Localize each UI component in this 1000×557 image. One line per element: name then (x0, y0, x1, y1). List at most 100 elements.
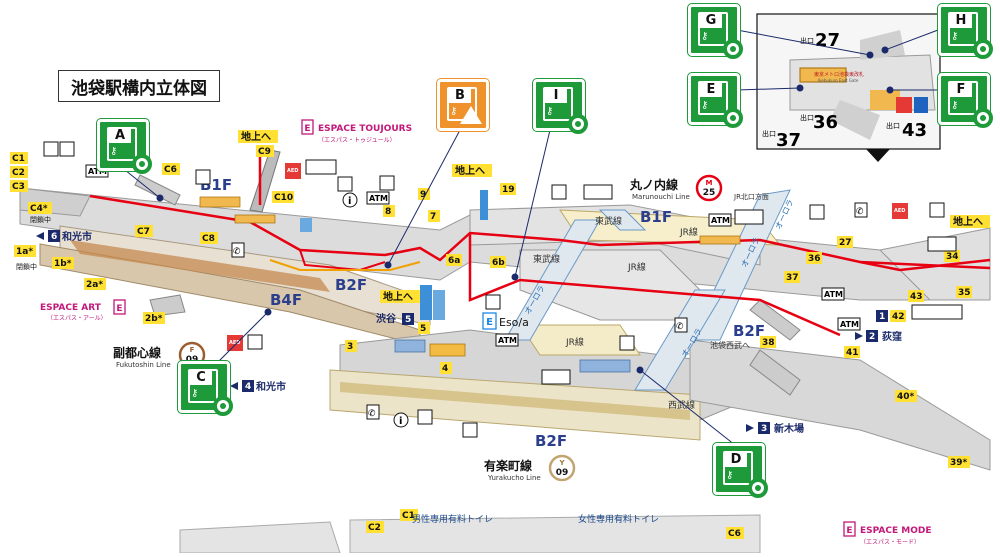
exit-labels: C1 C2 C3 C4* 閉鎖中 C6 C7 C8 C9 C10 1a* 閉鎖中… (10, 145, 972, 539)
svg-text:C6: C6 (164, 165, 177, 175)
yurakucho-code-letter: Y (558, 459, 565, 467)
svg-text:37: 37 (786, 273, 799, 283)
svg-text:地上へ: 地上へ (241, 130, 271, 143)
direction-ogikubo: 2 荻窪 (855, 330, 902, 343)
exit-27: 27 (837, 236, 853, 248)
key-icon: ⚷ (701, 31, 709, 42)
svg-text:43: 43 (902, 120, 927, 141)
exit-c2: C2 (10, 166, 28, 178)
available-icon (973, 39, 993, 59)
locker-marker-d[interactable]: D ⚷ (713, 443, 768, 498)
exit-8: 8 (383, 205, 395, 217)
exit-5: 5 (418, 322, 430, 334)
svg-text:✆: ✆ (856, 207, 864, 217)
exit-34: 34 (944, 250, 960, 262)
svg-text:39*: 39* (950, 458, 968, 468)
exit-c1: C1 (10, 152, 28, 164)
locker-marker-h[interactable]: H ⚷ (938, 4, 993, 59)
svg-text:41: 41 (846, 348, 859, 358)
locker-marker-i[interactable]: I ⚷ (533, 79, 588, 134)
svg-text:ATM: ATM (824, 290, 843, 299)
yurakucho-name: 有楽町線 (484, 458, 532, 473)
yurakucho-code-badge (548, 454, 576, 482)
svg-text:2: 2 (869, 332, 875, 342)
svg-text:和光市: 和光市 (255, 380, 286, 393)
locker-marker-e[interactable]: E ⚷ (688, 73, 743, 128)
locker-letter: H (950, 14, 972, 28)
locker-marker-b[interactable]: B ⚷ (437, 79, 489, 131)
svg-text:荻窪: 荻窪 (882, 330, 902, 343)
svg-text:地上へ: 地上へ (383, 290, 413, 303)
atm-icon: ATM (366, 191, 390, 205)
svg-text:i: i (348, 196, 351, 207)
svg-text:C3: C3 (12, 182, 25, 192)
aed-icon: AED (892, 203, 908, 219)
fukutoshin-roman: Fukutoshin Line (116, 361, 171, 369)
phone-icon: ✆ (854, 202, 868, 218)
toujours-kana: （エスパス・トゥジュール） (318, 137, 396, 144)
fukutoshin-code-letter: F (190, 346, 195, 354)
art-kana: （エスパス・アール） (47, 315, 107, 322)
locker-letter: I (545, 89, 567, 103)
locker-marker-a[interactable]: A ⚷ (97, 119, 152, 174)
atm-icon: ATM (821, 287, 845, 301)
svg-text:C10: C10 (274, 193, 293, 203)
svg-text:42: 42 (892, 312, 905, 322)
available-icon (213, 396, 233, 416)
direction-shibuya: 渋谷 5 (376, 312, 414, 325)
exit-42: 42 (890, 310, 906, 322)
esola-name: Eso/a (499, 316, 529, 329)
svg-text:37: 37 (776, 130, 801, 151)
svg-text:出口: 出口 (886, 121, 900, 130)
direction-shinkiba: 3 新木場 (746, 422, 804, 435)
svg-text:ATM: ATM (840, 320, 859, 329)
available-icon (723, 108, 743, 128)
svg-text:C4*: C4* (30, 204, 48, 214)
to-ground-5: 地上へ (380, 290, 420, 303)
locker-letter: G (700, 14, 722, 28)
exit-7: 7 (428, 210, 440, 222)
to-ground-labels: 地上へ 地上へ 地上へ 地上へ (238, 130, 990, 303)
locker-marker-f[interactable]: F ⚷ (938, 73, 993, 128)
inset-exit-43: 出口 43 (886, 120, 927, 141)
key-icon: ⚷ (701, 100, 709, 111)
svg-text:5: 5 (405, 315, 411, 325)
available-icon (748, 478, 768, 498)
art-name: ESPACE ART (40, 303, 102, 313)
locker-marker-g[interactable]: G ⚷ (688, 4, 743, 59)
locker-letter: D (725, 453, 747, 467)
inset-sign-en: Ikebukuro East Gate (818, 78, 859, 83)
exit-c2-bottom: C2 (366, 521, 384, 533)
locker-letter: B (449, 89, 471, 103)
tobu-label: 東武線 (595, 215, 622, 227)
exit-c4: C4* (28, 202, 52, 214)
warning-icon (460, 106, 482, 124)
svg-text:27: 27 (839, 238, 852, 248)
svg-text:地上へ: 地上へ (953, 215, 983, 228)
svg-text:ATM: ATM (498, 336, 517, 345)
direction-wakoshi-6: 6 和光市 (36, 230, 92, 243)
key-icon: ⚷ (450, 106, 458, 117)
svg-text:新木場: 新木場 (774, 422, 804, 435)
locker-letter: E (700, 83, 722, 97)
fukutoshin-name: 副都心線 (113, 345, 161, 360)
floor-label-b2f-right: B2F (733, 322, 765, 340)
available-icon (723, 39, 743, 59)
inset-exit-37: 出口 37 (762, 129, 801, 151)
phone-icon: ✆ (674, 317, 688, 333)
seibu-label: 西武線 (668, 399, 695, 411)
exit-1b: 1b* (52, 257, 74, 269)
direction-labels: 6 和光市 4 和光市 渋谷 5 3 新木場 2 荻窪 (36, 230, 902, 435)
svg-text:8: 8 (385, 207, 391, 217)
exit-1a: 1a* (14, 245, 36, 257)
jr-label-3: JR線 (565, 336, 584, 348)
exit-c1-bottom: C1 (400, 509, 418, 521)
exit-38: 38 (760, 336, 776, 348)
locker-marker-c[interactable]: C ⚷ (178, 361, 233, 416)
yurakucho-line-label: 有楽町線 Yurakucho Line Y 09 (484, 454, 576, 482)
seibu-direction-label: 池袋西武へ (710, 340, 750, 350)
atm-icon: ATM (708, 213, 732, 227)
svg-text:38: 38 (762, 338, 775, 348)
